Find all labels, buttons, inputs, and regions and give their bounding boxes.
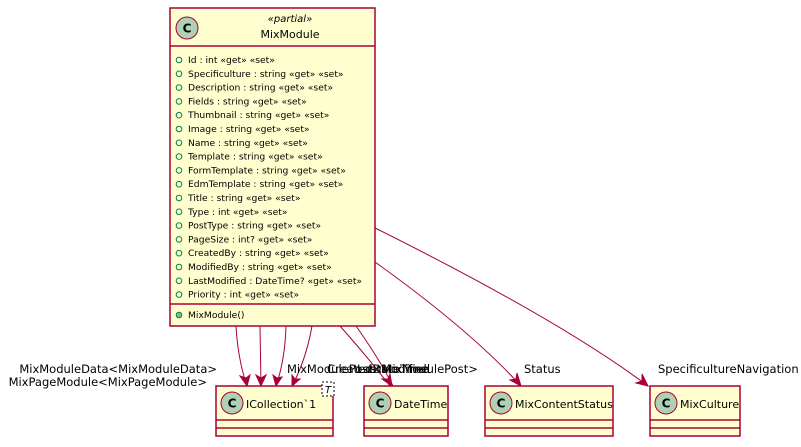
public-visibility-icon [175,222,183,229]
class-attribute: Description : string «get» «set» [188,83,333,94]
public-visibility-icon [175,263,183,271]
class-icon-letter: C [497,397,506,411]
public-visibility-icon [175,194,183,202]
class-attribute: ModifiedBy : string «get» «set» [188,262,332,273]
type-parameter-box [321,381,335,397]
edge-created-datetime [339,325,391,387]
class-stereotype: «partial» [268,14,313,25]
public-visibility-icon [175,98,183,105]
arrowhead-1 [238,373,251,388]
public-visibility-icon [175,56,183,64]
arrowhead-2 [254,373,268,388]
class-name: MixCulture [680,398,739,411]
class-attribute: Type : int «get» «set» [187,207,287,218]
class-icon [654,391,678,415]
public-visibility-icon [175,111,183,119]
class-attribute: PageSize : int? «get» «set» [188,234,312,245]
arrowhead-3 [272,373,284,388]
class-attribute: Specificulture : string «get» «set» [188,69,344,80]
class-attribute: CreatedBy : string «get» «set» [188,248,329,259]
class-icon [489,391,513,415]
class-icon [368,391,392,415]
method-list: MixModule() [175,310,245,321]
class-datetime[interactable]: C DateTime [363,385,449,437]
class-icon-letter: C [228,397,237,411]
public-visibility-icon [175,153,183,160]
class-attribute: Image : string «get» «set» [188,124,310,135]
public-visibility-icon [175,236,183,243]
class-attribute: LastModified : DateTime? «get» «set» [188,276,362,287]
class-attribute: Title : string «get» «set» [187,193,300,204]
public-visibility-icon [175,139,183,147]
public-visibility-icon [175,311,183,319]
class-icon-letter: C [376,397,385,411]
edge-status [374,261,522,387]
class-mixmodule-box [169,7,376,327]
class-attribute: Fields : string «get» «set» [188,96,307,107]
class-name: ICollection`1 [246,398,316,411]
public-visibility-icon [175,167,183,174]
class-attribute: EdmTemplate : string «get» «set» [188,179,343,190]
edges [235,227,649,388]
public-visibility-icon [175,125,183,133]
class-mixcontentstatus[interactable]: C MixContentStatus [484,385,614,437]
edge-labels: MixModuleData<MixModuleData> MixPageModu… [9,362,799,389]
attribute-list: Id : int «get» «set» Specificulture : str… [175,55,362,301]
edge-label-last-modified: LastModified [357,362,430,376]
class-attribute: Priority : int «get» «set» [188,290,299,301]
class-icon-letter: C [183,22,192,36]
edge-label-specificulture-navigation: SpecificultureNavigation [658,362,799,376]
public-visibility-icon [175,70,183,78]
class-name: DateTime [394,398,447,411]
class-mixculture[interactable]: C MixCulture [649,385,741,437]
edge-label-page-module: MixPageModule<MixPageModule> [9,375,207,389]
class-icon-letter: C [662,397,671,411]
public-visibility-icon [175,84,183,91]
arrowhead-7 [634,373,649,387]
class-icon [175,16,199,40]
edge-icollection-4 [291,325,313,387]
class-attribute: Thumbnail : string «get» «set» [187,110,329,121]
class-icon [220,391,244,415]
edge-label-module-data: MixModuleData<MixModuleData> [19,362,217,376]
public-visibility-icon [175,180,183,188]
arrowhead-5 [380,372,393,388]
class-name: MixContentStatus [515,398,613,411]
class-attribute: Name : string «get» «set» [188,138,308,149]
arrowhead-4 [291,373,302,388]
class-attribute: Id : int «get» «set» [188,55,275,66]
edge-label-module-post: MixModulePost<MixModulePost> [287,362,478,376]
class-attribute: PostType : string «get» «set» [188,221,321,232]
class-icollection[interactable]: C ICollection`1 T [215,381,335,437]
arrowhead-6 [508,372,522,388]
edge-last-modified [355,325,394,387]
public-visibility-icon [175,249,183,257]
class-method: MixModule() [188,310,245,321]
class-attribute: Template : string «get» «set» [187,152,323,163]
edge-label-status: Status [524,362,561,376]
edge-specificulture-navigation [374,227,649,387]
edge-label-created-datetime: CreatedDateTime [327,362,428,376]
type-parameter: T [325,385,332,396]
public-visibility-icon [175,277,183,285]
public-visibility-icon [175,291,183,298]
class-name: MixModule [260,28,319,41]
public-visibility-icon [175,208,183,216]
edge-page-module [259,325,262,387]
class-attribute: FormTemplate : string «get» «set» [188,165,346,176]
class-mixmodule[interactable]: C «partial» MixModule Id : int «get» «se… [169,7,376,327]
